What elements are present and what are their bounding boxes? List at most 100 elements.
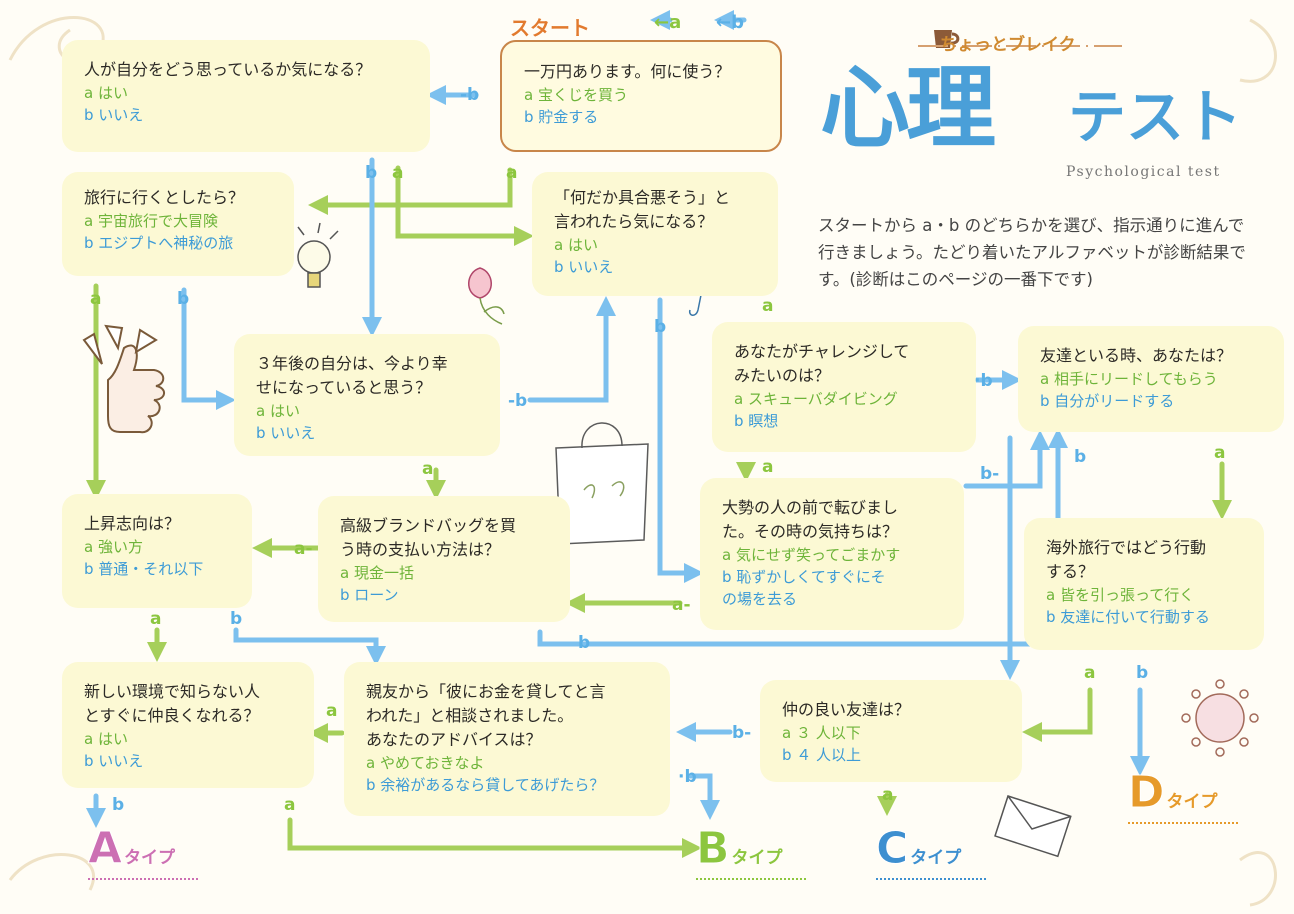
option-a[interactable]: a 現金一括 [340,564,414,582]
arrow-label-a: a- [672,595,691,615]
question-text: 上昇志向は？ [84,514,181,533]
cup-icon [934,30,960,48]
option-a[interactable]: a やめておきなよ [366,754,485,772]
option-b[interactable]: b ローン [340,586,399,604]
start-a-label: ←a [654,12,682,33]
option-a[interactable]: a 宝くじを買う [524,86,628,104]
option-b[interactable]: b いいえ [256,424,316,442]
arrow-label-b: ·b [974,371,993,391]
arrow-label-a: a [422,459,434,479]
option-b[interactable]: b エジプトへ神秘の旅 [84,234,234,252]
envelope-icon [994,795,1072,858]
option-b[interactable]: b いいえ [554,258,614,276]
a-path-lines [86,165,1232,858]
result-suffix: タイプ [910,848,962,868]
question-box-challenge: あなたがチャレンジして みたいのは？ a スキューバダイビング b 瞑想 [712,322,976,452]
question-text: あなたがチャレンジして みたいのは？ [734,342,910,385]
option-b[interactable]: b 自分がリードする [1040,392,1175,410]
question-text: 「何だか具合悪そう」と 言われたら気になる？ [554,188,731,231]
option-a[interactable]: a 強い方 [84,538,143,556]
start-label: スタート [510,16,590,40]
option-a[interactable]: a はい [256,402,300,420]
question-box-ambition: 上昇志向は？ a 強い方 b 普通・それ以下 [62,494,252,608]
option-b[interactable]: b 貯金する [524,108,599,126]
arrow-label-b: ·b [678,767,697,787]
question-text: 旅行に行くとしたら？ [84,188,245,207]
result-letter: D [1128,767,1166,818]
arrow-label-b: b [1074,447,1087,467]
result-suffix: タイプ [124,848,176,868]
question-text: 大勢の人の前で転びまし た。その時の気持ちは？ [722,498,899,541]
option-a[interactable]: a はい [84,730,128,748]
arrow-label-a: a [392,163,404,183]
option-b[interactable]: b いいえ [84,106,144,124]
sun-icon [1181,679,1259,757]
arrow-label-a: a [284,795,296,815]
arrow-label-a: a [762,457,774,477]
flower-icon [468,267,505,325]
question-box-fall: 大勢の人の前で転びまし た。その時の気持ちは？ a 気にせず笑ってごまかす b … [700,478,964,630]
option-b[interactable]: b 普通・それ以下 [84,560,204,578]
option-b[interactable]: b 瞑想 [734,412,779,430]
option-a[interactable]: a ３ 人以下 [782,724,861,742]
result-suffix: タイプ [731,848,783,868]
option-b[interactable]: b 余裕があるなら貸してあげたら？ [366,776,605,794]
arrow-label-b: b- [732,723,752,743]
result-underline [876,878,986,880]
arrow-label-b: b [654,317,667,337]
result-underline [88,878,198,880]
arrow-label-b: b- [980,464,1000,484]
question-box-sick: 「何だか具合悪そう」と 言われたら気になる？ a はい b いいえ [532,172,778,296]
question-box-care: 人が自分をどう思っているか気になる？ a はい b いいえ [62,40,430,152]
arrow-label-a: a [326,701,338,721]
arrow-label-a: a [506,163,518,183]
arrow-label-b: b [578,633,591,653]
result-underline [1128,822,1238,824]
option-a[interactable]: a はい [554,236,598,254]
arrow-label-b: b [1136,663,1149,683]
option-a[interactable]: a 皆を引っ張って行く [1046,586,1195,604]
option-b[interactable]: b 友達に付いて行動する [1046,608,1210,626]
question-box-start: 一万円あります。何に使う？ a 宝くじを買う b 貯金する [500,40,782,152]
arrow-label-a: a [1214,443,1226,463]
lightbulb-icon [297,222,339,288]
page-title: 心理 [820,55,996,161]
option-b[interactable]: b 恥ずかしくてすぐにそ の場を去る [722,568,886,608]
question-box-friends-lead: 友達といる時、あなたは？ a 相手にリードしてもらう b 自分がリードする [1018,326,1284,432]
arrow-label-a: a [762,296,774,316]
question-box-lend: 親友から「彼にお金を貸してと言 われた」と相談されました。 あなたのアドバイスは… [344,662,670,816]
question-text: 海外旅行ではどう行動 する？ [1046,538,1207,581]
arrow-label-b: -b [460,85,480,105]
question-text: 親友から「彼にお金を貸してと言 われた」と相談されました。 あなたのアドバイスは… [366,682,606,749]
result-underline [696,878,806,880]
question-box-overseas: 海外旅行ではどう行動 する？ a 皆を引っ張って行く b 友達に付いて行動する [1024,518,1264,650]
question-text: 仲の良い友達は？ [782,700,911,719]
shopping-bag-icon [555,422,649,545]
question-box-travel: 旅行に行くとしたら？ a 宇宙旅行で大冒険 b エジプトへ神秘の旅 [62,172,294,276]
question-text: ３年後の自分は、今より幸 せになっていると思う？ [256,354,448,397]
question-text: 一万円あります。何に使う？ [524,62,731,81]
option-b[interactable]: b ４ 人以上 [782,746,862,764]
option-b[interactable]: b いいえ [84,752,144,770]
option-a[interactable]: a スキューバダイビング [734,390,898,408]
result-letter: A [87,823,123,874]
question-text: 高級ブランドバッグを買 う時の支払い方法は？ [340,516,517,559]
option-a[interactable]: a 宇宙旅行で大冒険 [84,212,218,230]
question-text: 友達といる時、あなたは？ [1040,346,1233,365]
start-b-label: ←b [716,12,744,33]
page-title-katakana: テスト [1068,83,1243,151]
option-a[interactable]: a はい [84,84,128,102]
question-box-future: ３年後の自分は、今より幸 せになっていると思う？ a はい b いいえ [234,334,500,456]
arrow-label-b: b [112,795,125,815]
question-text: 新しい環境で知らない人 とすぐに仲良くなれる？ [84,682,261,725]
question-box-brand-bag: 高級ブランドバッグを買 う時の支払い方法は？ a 現金一括 b ローン [318,496,570,622]
option-a[interactable]: a 相手にリードしてもらう [1040,370,1218,388]
thumbs-up-icon [82,324,165,434]
arrow-label-a: a [150,609,162,629]
result-letter: B [696,823,731,874]
break-label: ちょっとブレイク [940,35,1076,55]
result-suffix: タイプ [1166,792,1218,812]
option-a[interactable]: a 気にせず笑ってごまかす [722,546,901,564]
